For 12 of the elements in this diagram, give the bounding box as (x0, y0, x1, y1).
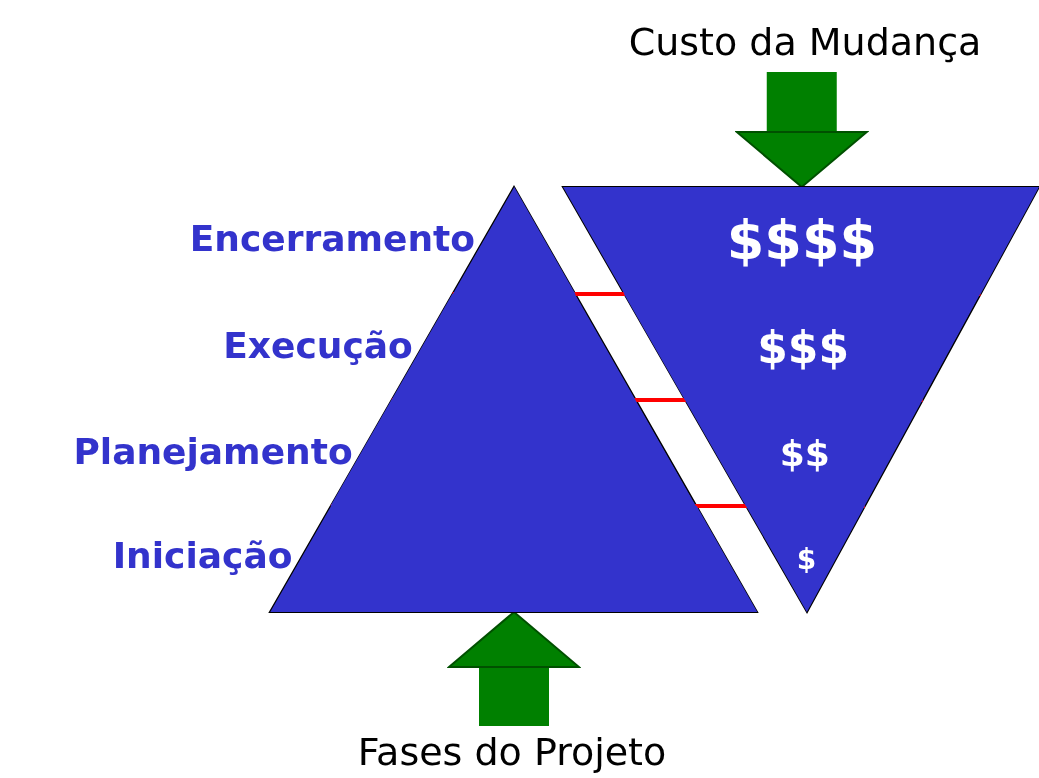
cost-label: $ (796, 542, 817, 576)
caption-text: Fases do Projeto (356, 729, 668, 776)
cost-label: $$$$ (726, 209, 878, 272)
phase-label: Encerramento (189, 217, 475, 259)
phase-label: Planejamento (73, 430, 353, 472)
caption-text: Custo da Mudança (627, 19, 983, 66)
cost-label: $$ (779, 432, 830, 474)
phase-label: Execução (223, 324, 413, 366)
block-arrow (735, 72, 868, 188)
phase-label: Iniciação (112, 534, 293, 576)
block-arrow (448, 611, 580, 726)
cost-label: $$$ (757, 321, 850, 373)
